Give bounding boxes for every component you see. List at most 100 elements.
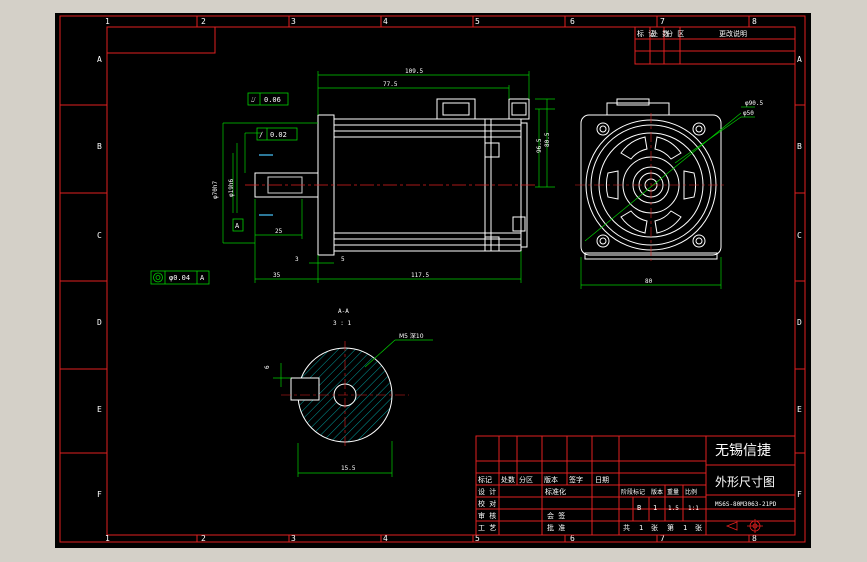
- section-keyway: M5 深10: [399, 332, 424, 340]
- col-label-6: 6: [570, 17, 575, 26]
- revision-table: 标 记 处 数 分 区 更改说明: [634, 26, 796, 65]
- rev-header-mark: 标 记: [637, 29, 655, 38]
- tb-header-version: 版本: [544, 475, 558, 484]
- dim-spigot-dia: φ70h7: [212, 181, 219, 199]
- tb-row-review: 审 核: [478, 511, 496, 520]
- drawing-frame: [59, 15, 806, 543]
- col-label-2-bottom: 2: [201, 534, 206, 543]
- tb-row-design: 设 计: [478, 487, 496, 496]
- end-view-dim-text: 80 φ90.5 φ50: [645, 100, 763, 285]
- motor-side-view: [245, 98, 535, 256]
- dim-height-a: 80.5: [544, 132, 551, 147]
- row-label-a-right: A: [797, 55, 802, 64]
- row-label-c-right: C: [797, 231, 802, 240]
- gdt-runout-symbol: ⌰: [251, 96, 256, 104]
- company-name: 无锡信捷: [715, 443, 771, 459]
- col-label-4: 4: [383, 17, 388, 26]
- cad-viewport[interactable]: 1 2 3 4 5 6 7 8 1 2 3 4 5 6 7 8 A B C D …: [55, 13, 811, 548]
- tb-sheet-unit2: 张: [695, 523, 702, 532]
- tb-header-zone: 分区: [519, 475, 533, 484]
- tb-standardization: 标准化: [545, 487, 566, 496]
- dim-flange-inner: φ50: [743, 110, 754, 117]
- tb-row-process: 工 艺: [478, 524, 496, 532]
- col-label-7: 7: [660, 17, 665, 26]
- gdt-concentric-value: φ0.04: [169, 274, 190, 282]
- dim-total-length: 109.5: [405, 68, 423, 75]
- tb-stage-value-scale: 1:1: [688, 505, 699, 512]
- row-label-c: C: [97, 231, 102, 240]
- dim-body-length: 77.5: [383, 81, 398, 88]
- col-label-7-bottom: 7: [660, 534, 665, 543]
- dim-shaft-dia: φ19h6: [228, 179, 235, 197]
- col-label-8: 8: [752, 17, 757, 26]
- tb-sheet-total-label: 共: [623, 523, 630, 532]
- section-view-text: A-A 3 : 1 M5 深10 15.5 6: [264, 308, 424, 472]
- part-number: MS6S-80M3063-21PD: [715, 501, 777, 508]
- tb-header-mark: 标记: [478, 475, 492, 484]
- title-block: 无锡信捷 外形尺寸图 MS6S-80M3063-21PD 标记 处数 分区 版本…: [475, 435, 796, 536]
- side-view-dimensions: [222, 71, 555, 283]
- dim-shaft-length: 35: [273, 272, 281, 279]
- row-label-f-right: F: [797, 490, 802, 499]
- row-label-b: B: [97, 142, 102, 151]
- tb-row-check: 校 对: [478, 499, 496, 508]
- row-label-d-right: D: [797, 318, 802, 327]
- gdt-concentric-datum: A: [200, 274, 205, 282]
- tb-header-sign: 签字: [569, 475, 583, 484]
- dim-shaft-small: 3: [295, 256, 299, 263]
- col-label-4-bottom: 4: [383, 534, 388, 543]
- rev-header-zone: 分 区: [666, 29, 684, 38]
- col-label-1-bottom: 1: [105, 534, 110, 543]
- tb-approve: 批 准: [547, 523, 565, 532]
- tb-sheet-total: 1: [639, 524, 643, 532]
- col-label-3: 3: [291, 17, 296, 26]
- frame-labels: 1 2 3 4 5 6 7 8 1 2 3 4 5 6 7 8 A B C D …: [97, 17, 802, 543]
- tb-sheet-unit: 张: [651, 523, 658, 532]
- gdt-perp-value: 0.02: [270, 131, 287, 139]
- col-label-2: 2: [201, 17, 206, 26]
- rev-header-count: 处 数: [651, 29, 669, 38]
- tb-header-count: 处数: [501, 475, 515, 484]
- tb-stage-version: 版本: [651, 488, 663, 496]
- col-label-3-bottom: 3: [291, 534, 296, 543]
- col-label-8-bottom: 8: [752, 534, 757, 543]
- row-label-f: F: [97, 490, 102, 499]
- drawing-title: 外形尺寸图: [715, 475, 775, 489]
- row-label-a: A: [97, 55, 102, 64]
- tb-header-date: 日期: [595, 476, 609, 484]
- row-label-b-right: B: [797, 142, 802, 151]
- tb-sheet-no-label: 第: [667, 523, 674, 532]
- side-view-dim-text: 109.5 77.5 117.5 35 25 3 5 80.5 96.5 φ70…: [212, 68, 551, 279]
- section-width: 15.5: [341, 465, 356, 472]
- cad-drawing: 1 2 3 4 5 6 7 8 1 2 3 4 5 6 7 8 A B C D …: [59, 15, 806, 543]
- projection-symbol-icon: [725, 519, 763, 533]
- datum-a-label: A: [235, 222, 240, 230]
- tb-stage-scale: 比例: [685, 488, 697, 496]
- gdt-frames: ⌰ 0.06 ∕ 0.02 φ0.04 A A: [150, 92, 298, 285]
- section-view: [273, 339, 433, 477]
- tb-countersign: 会 签: [547, 511, 565, 520]
- tb-stage-value-weight: 1.5: [668, 505, 679, 512]
- dim-flange-width: 80: [645, 278, 653, 285]
- section-key-height: 6: [264, 365, 271, 369]
- dim-body-length-bottom: 117.5: [411, 272, 429, 279]
- row-label-e: E: [97, 405, 102, 414]
- tb-stage-value-1: 1: [653, 504, 657, 512]
- dim-bolt-circle: φ90.5: [745, 100, 763, 107]
- rev-header-desc: 更改说明: [719, 29, 747, 38]
- tb-stage-weight: 重量: [667, 488, 679, 496]
- col-label-5: 5: [475, 17, 480, 26]
- col-label-1: 1: [105, 17, 110, 26]
- dim-shaft-small2: 5: [341, 256, 345, 263]
- tb-stage-value-b: B: [637, 504, 641, 512]
- end-view-dimensions: [580, 106, 755, 289]
- section-label: A-A: [338, 308, 349, 315]
- col-label-6-bottom: 6: [570, 534, 575, 543]
- gdt-runout-value: 0.06: [264, 96, 281, 104]
- row-label-e-right: E: [797, 405, 802, 414]
- tb-stage-mark: 阶段标记: [621, 488, 645, 496]
- dim-height-b: 96.5: [536, 138, 543, 153]
- col-label-5-bottom: 5: [475, 534, 480, 543]
- gdt-perp-symbol: ∕: [259, 131, 263, 139]
- row-label-d: D: [97, 318, 102, 327]
